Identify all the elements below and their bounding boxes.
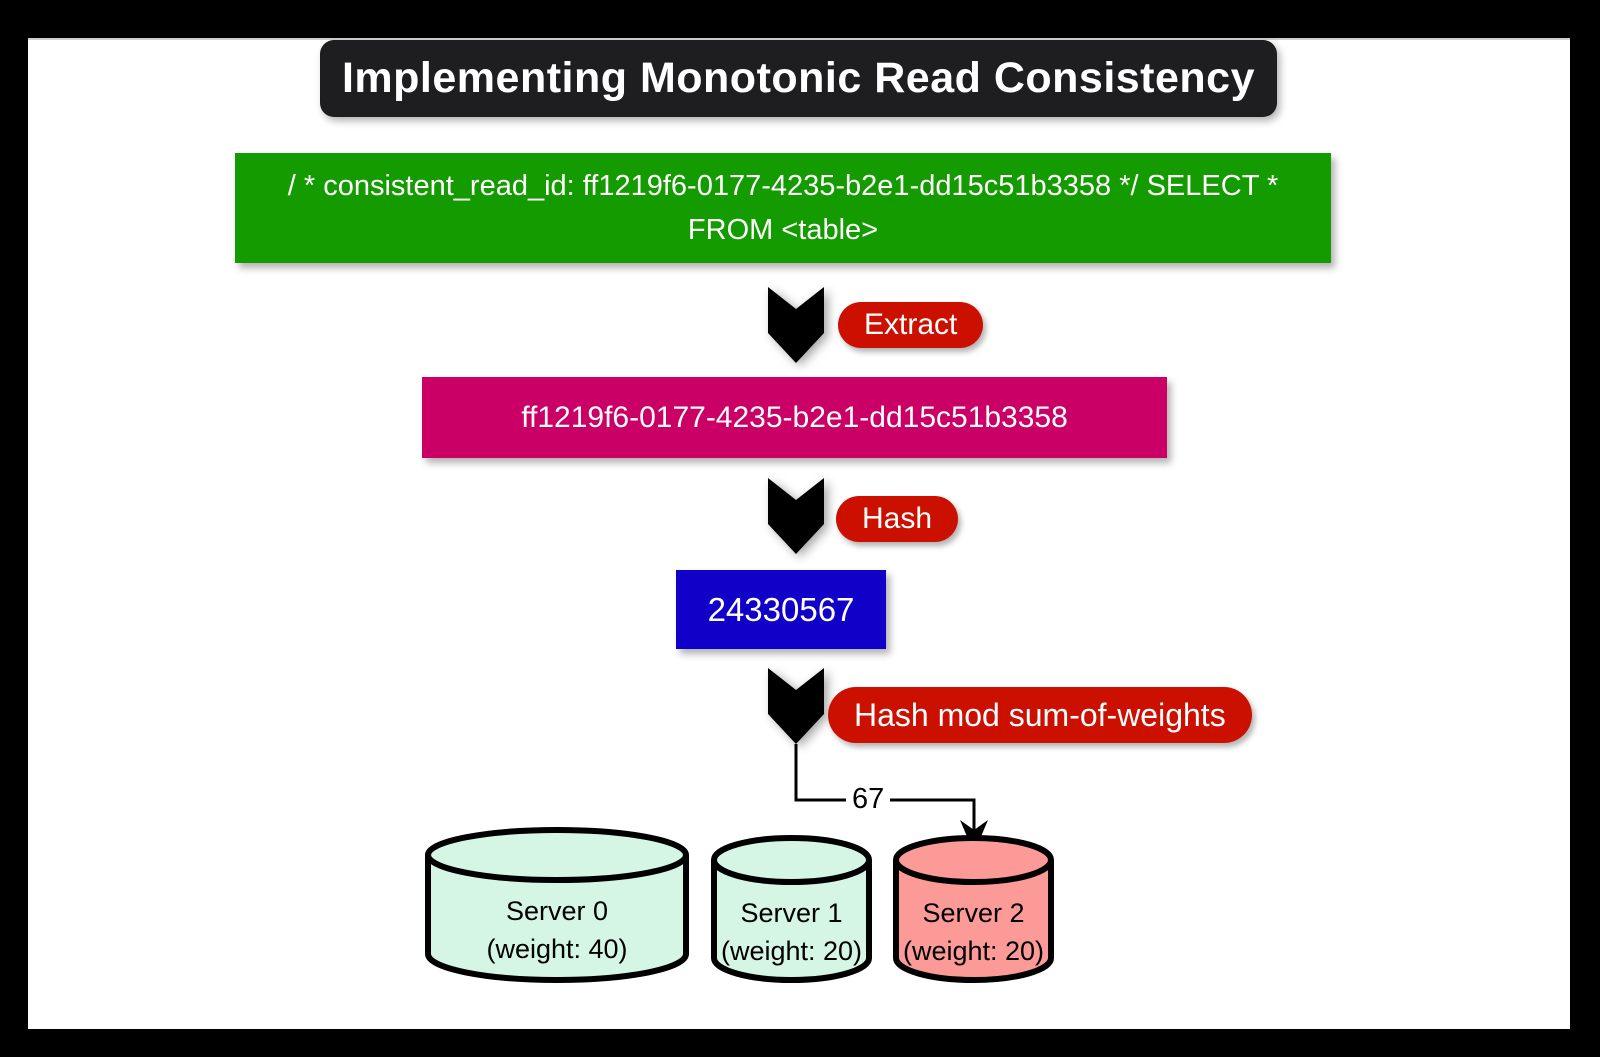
database-cylinder-icon <box>425 827 689 983</box>
down-arrow-icon <box>768 478 824 554</box>
hash-step-label: Hash <box>862 502 933 535</box>
diagram-title-bar: Implementing Monotonic Read Consistency <box>320 40 1277 117</box>
sql-query-line1: / * consistent_read_id: ff1219f6-0177-42… <box>287 170 1279 202</box>
server-weight: (weight: 20) <box>720 936 863 966</box>
down-arrow-icon <box>768 287 824 363</box>
mod-step-label: Hash mod sum-of-weights <box>854 696 1226 733</box>
diagram-title-text: Implementing Monotonic Read Consistency <box>341 54 1256 102</box>
server-name: Server 1 <box>740 898 843 928</box>
route-value: 67 <box>852 783 885 815</box>
sql-query-box: / * consistent_read_id: ff1219f6-0177-42… <box>235 153 1331 263</box>
server-name: Server 2 <box>922 898 1025 928</box>
server-name: Server 0 <box>505 896 609 926</box>
server-2-cylinder: Server 2 (weight: 20) <box>892 834 1055 987</box>
database-cylinder-icon <box>711 835 872 983</box>
hash-value-box: 24330567 <box>676 570 886 649</box>
hash-step-pill: Hash <box>836 496 959 542</box>
server-1-cylinder: Server 1 (weight: 20) <box>710 834 873 987</box>
sql-query-line2: FROM <table> <box>687 214 879 246</box>
server-weight: (weight: 40) <box>486 934 628 964</box>
database-cylinder-icon <box>893 835 1054 983</box>
mod-step-pill: Hash mod sum-of-weights <box>828 687 1252 743</box>
consistent-read-id-value: ff1219f6-0177-4235-b2e1-dd15c51b3358 <box>521 400 1068 434</box>
route-value-label: 67 <box>846 783 891 816</box>
extract-step-pill: Extract <box>838 302 984 348</box>
extract-step-label: Extract <box>864 308 958 341</box>
server-weight: (weight: 20) <box>902 936 1045 966</box>
hash-value: 24330567 <box>707 590 855 628</box>
server-0-cylinder: Server 0 (weight: 40) <box>424 826 690 986</box>
down-arrow-icon <box>768 668 824 744</box>
consistent-read-id-box: ff1219f6-0177-4235-b2e1-dd15c51b3358 <box>422 377 1167 458</box>
